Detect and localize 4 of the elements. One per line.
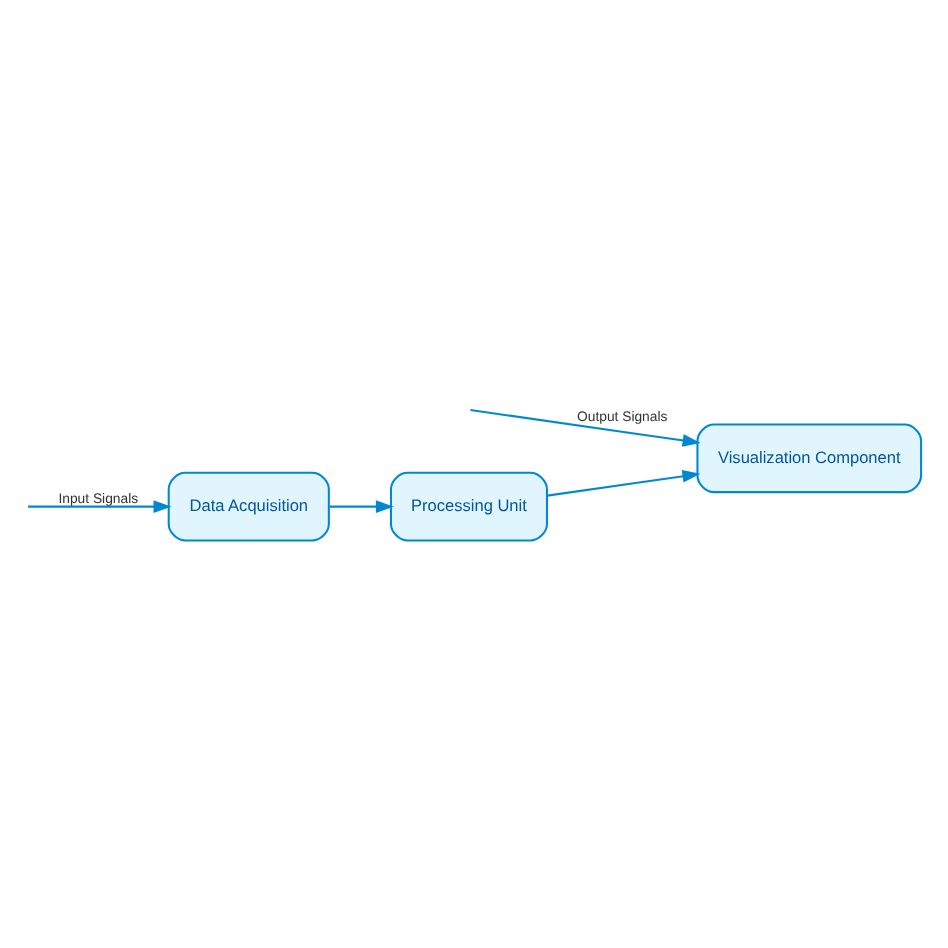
arrow <box>28 499 172 512</box>
arrow <box>329 499 394 512</box>
arrow <box>470 408 701 446</box>
arrow <box>547 469 701 496</box>
